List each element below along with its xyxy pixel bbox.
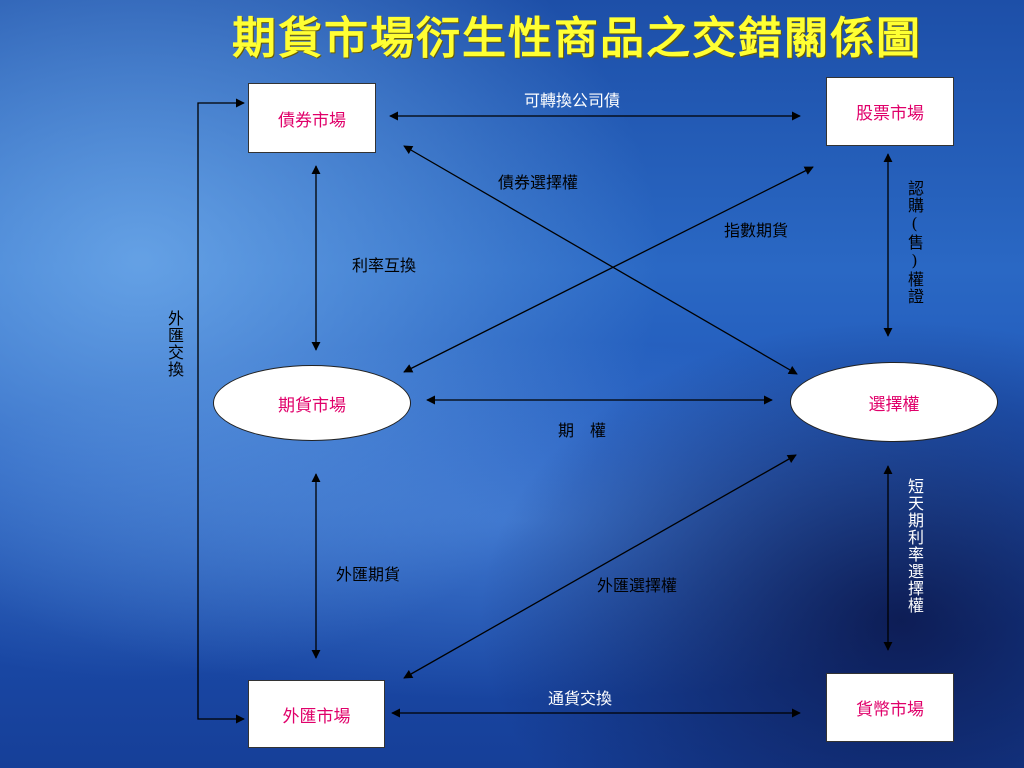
page-title: 期貨市場衍生性商品之交錯關係圖 [232, 13, 922, 64]
node-fx-market: 外匯市場 [248, 680, 385, 748]
label-warrants: 認購(售)權證 [905, 180, 924, 305]
label-currency-swap: 通貨交換 [548, 689, 613, 708]
label-futures-options: 期 權 [558, 421, 607, 440]
label-short-term-rate-options: 短天期利率選擇權 [905, 478, 924, 614]
label-convertible-bond: 可轉換公司債 [524, 91, 621, 110]
label-index-futures: 指數期貨 [724, 221, 789, 240]
label-fx-options: 外匯選擇權 [597, 576, 678, 595]
edge-options-fx [403, 454, 797, 679]
node-money-market: 貨幣市場 [826, 673, 954, 742]
label-interest-rate-swap: 利率互換 [352, 256, 417, 275]
node-bond-market: 債券市場 [248, 83, 376, 153]
node-options: 選擇權 [790, 362, 998, 442]
node-stock-market: 股票市場 [826, 77, 954, 146]
edge-bond-options [403, 145, 798, 375]
label-fx-futures: 外匯期貨 [336, 565, 401, 584]
edge-bond-fx [197, 98, 245, 724]
node-futures-market: 期貨市場 [213, 365, 411, 441]
label-fx-swap: 外匯交換 [165, 310, 184, 378]
edge-stock-futures [403, 166, 814, 373]
label-bond-options: 債券選擇權 [498, 173, 579, 192]
